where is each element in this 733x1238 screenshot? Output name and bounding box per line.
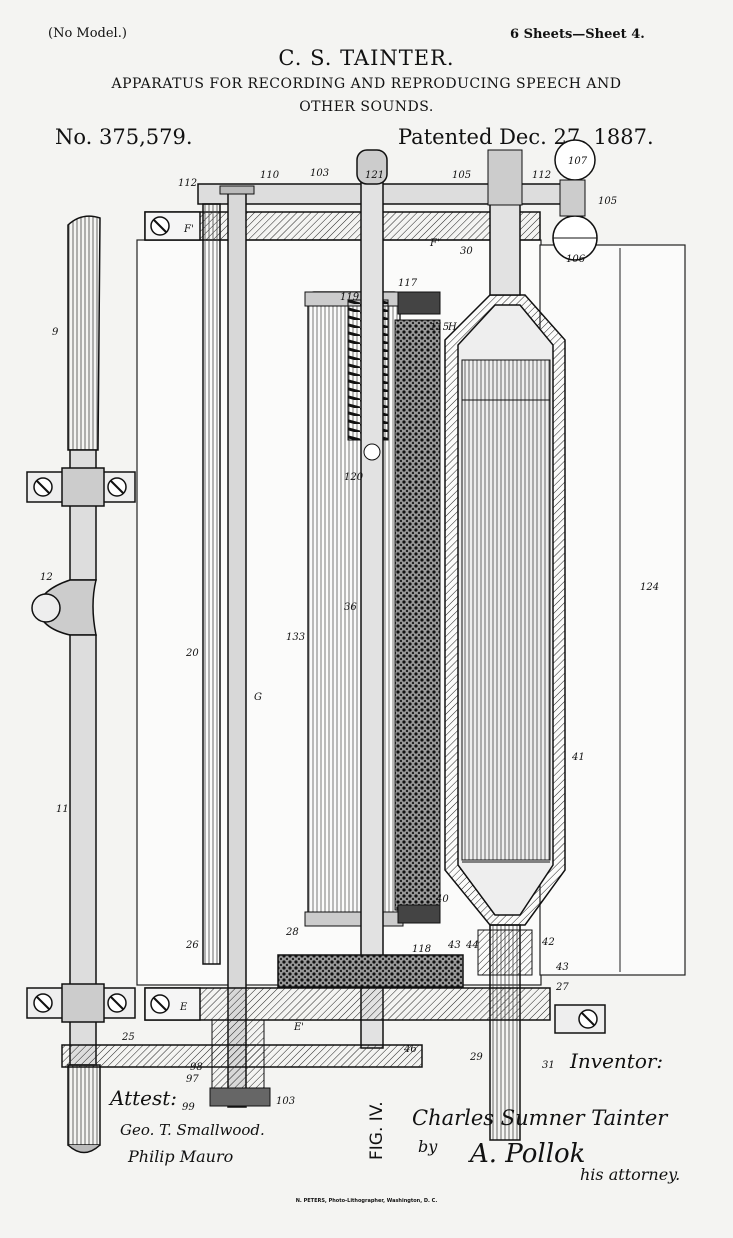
top-rod-105 — [197, 183, 584, 205]
by-label: by — [418, 1137, 438, 1156]
ref-label: 117 — [398, 278, 418, 289]
ref-label: 120 — [344, 472, 364, 483]
rod-G — [227, 191, 247, 1108]
ref-label: F' — [183, 224, 194, 235]
ref-label: 98 — [190, 1062, 203, 1073]
ref-label: 110 — [260, 170, 280, 181]
no-model-note: (No Model.) — [48, 26, 127, 41]
ref-label: 43 — [555, 962, 569, 973]
ref-label: 29 — [469, 1052, 483, 1063]
ref-label: 103 — [276, 1096, 295, 1107]
ref-label: H — [447, 322, 457, 333]
ref-label: 99 — [182, 1102, 195, 1113]
ref-label: 107 — [568, 156, 588, 167]
ref-label: 105 — [452, 170, 471, 181]
ref-label: 106 — [566, 254, 586, 265]
ref-label: 31 — [542, 1060, 555, 1071]
ref-label: 133 — [286, 632, 305, 643]
ref-label: 124 — [640, 582, 659, 593]
cylinder-41 — [444, 294, 566, 926]
ref-label: 36 — [344, 602, 357, 613]
attorney-signature: A. Pollok — [468, 1139, 585, 1169]
gear-28 — [277, 954, 464, 988]
pipe-clamp-bottom — [26, 983, 136, 1023]
ref-label: 28 — [285, 927, 299, 938]
ref-label: 12 — [40, 572, 53, 583]
ref-label: 103 — [310, 168, 329, 179]
ref-label: 97 — [186, 1074, 199, 1085]
rod-20 — [202, 203, 221, 965]
patent-title-line1: APPARATUS FOR RECORDING AND REPRODUCING … — [111, 76, 622, 92]
brush-115 — [394, 319, 441, 911]
ref-label: 9 — [52, 327, 59, 338]
inventor-signature: Charles Sumner Tainter — [412, 1106, 669, 1130]
ref-label: 112 — [178, 178, 197, 189]
ref-label: 40 — [435, 894, 449, 905]
pipe-clamp-top — [26, 467, 136, 507]
ref-label: 43 — [447, 940, 461, 951]
ref-label: 26 — [185, 940, 199, 951]
ref-label: 27 — [555, 982, 569, 993]
ref-label: G — [254, 692, 262, 703]
patent-number: No. 375,579. — [55, 125, 193, 149]
ref-label: F' — [429, 238, 440, 249]
ref-label: 105 — [598, 196, 617, 207]
ref-label: 121 — [365, 170, 384, 181]
witness-signature-2: Philip Mauro — [127, 1147, 233, 1166]
ref-label: 119 — [340, 292, 360, 303]
patent-title-line2: OTHER SOUNDS. — [299, 99, 434, 115]
ref-label: E' — [293, 1022, 304, 1033]
inventor-label: Inventor: — [569, 1049, 663, 1073]
bottom-bar-E — [144, 987, 551, 1021]
ref-label: E — [179, 1002, 188, 1013]
ref-label: 44 — [465, 940, 479, 951]
ref-label: 25 — [121, 1032, 135, 1043]
shaft-36 — [360, 159, 384, 1049]
sheet-number: 6 Sheets—Sheet 4. — [510, 27, 645, 42]
ref-label: 30 — [460, 246, 473, 257]
ref-label: 11 — [56, 804, 69, 815]
printer-credit: N. PETERS, Photo-Lithographer, Washingto… — [295, 1198, 438, 1204]
ref-label: 115 — [430, 322, 449, 333]
ref-label: 20 — [185, 648, 199, 659]
patent-date: Patented Dec. 27, 1887. — [398, 125, 654, 149]
ref-label: 46 — [403, 1044, 417, 1055]
ref-label: 118 — [412, 944, 431, 955]
figure-caption: FIG. IV. — [367, 1101, 387, 1160]
attest-label: Attest: — [108, 1086, 177, 1110]
ref-label: 112 — [532, 170, 551, 181]
witness-signature-1: Geo. T. Smallwood. — [120, 1121, 265, 1139]
ref-label: 41 — [571, 752, 585, 763]
inventor-name: C. S. TAINTER. — [278, 46, 455, 70]
his-attorney-label: his attorney. — [580, 1165, 680, 1184]
ref-label: 42 — [541, 937, 555, 948]
